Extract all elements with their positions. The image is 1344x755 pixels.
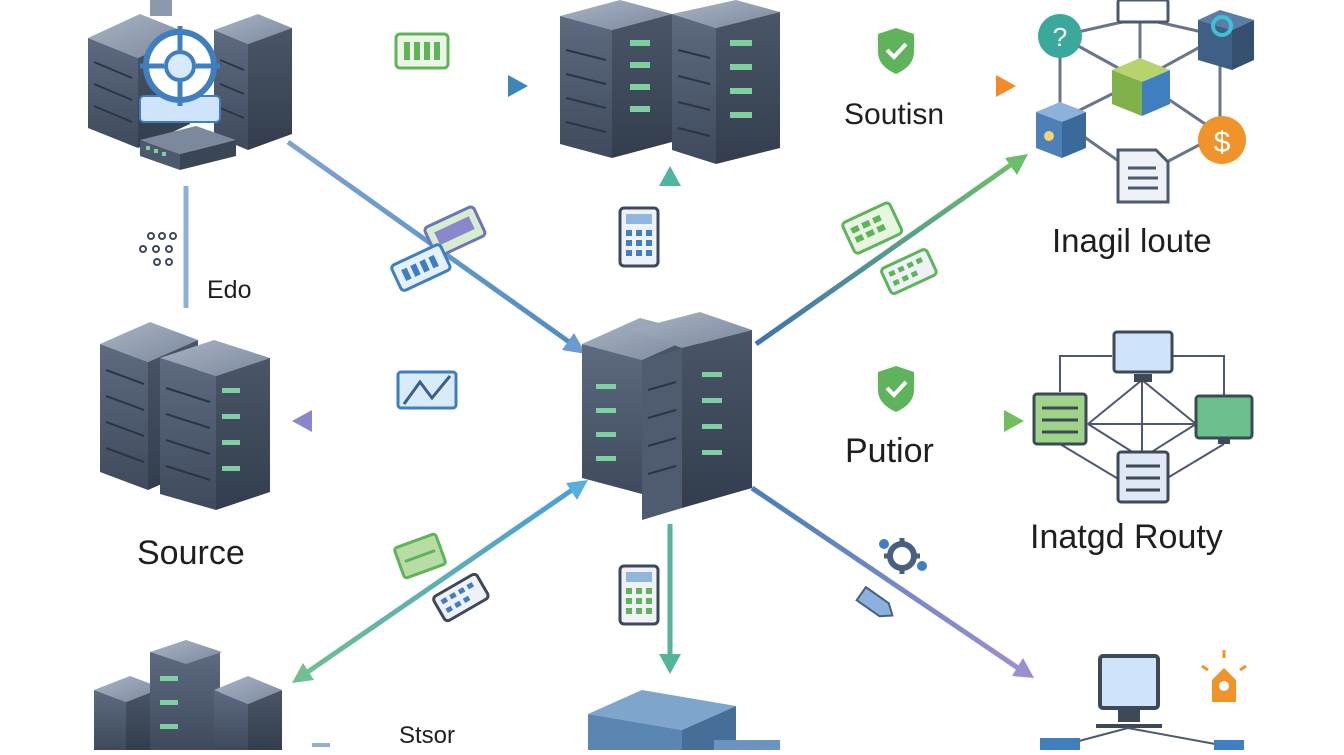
keyboard-icon: [432, 572, 490, 623]
server-rack-bottom-left: [94, 640, 282, 750]
label-soutisn: Soutisn: [844, 98, 945, 131]
server-cluster-top-left: [88, 0, 292, 170]
arrow-center-to-bottom-server: [659, 524, 681, 674]
dollar-glyph: $: [1214, 126, 1231, 159]
keyboard-icon: [841, 201, 904, 255]
question-mark-glyph: ?: [1053, 22, 1067, 52]
arrow-center-to-source: [292, 410, 568, 432]
label-source: Source: [137, 534, 245, 572]
label-putior: Putior: [845, 432, 934, 470]
lightbulb-icon: [1201, 650, 1247, 702]
calculator-icon: [618, 564, 660, 626]
keyboard-icon: [390, 243, 452, 292]
calculator-icon: [618, 206, 660, 268]
card-icon: [393, 532, 447, 580]
server-bottom-center: [588, 690, 780, 750]
arrow-center-to-network: [754, 154, 1028, 347]
network-graph-bottom-right: [1040, 650, 1247, 750]
server-rack-top: [560, 0, 780, 164]
document-icon: [1116, 148, 1170, 204]
dots-icon: [139, 232, 177, 266]
shield-check-icon: [878, 28, 914, 74]
arrow-center-to-routy: [768, 410, 1024, 432]
label-inatgd-routy: Inatgd Routy: [1030, 518, 1223, 556]
label-edo: Edo: [207, 276, 252, 304]
arrow-center-to-top-server: [659, 166, 681, 308]
server-rack-source: [100, 322, 270, 510]
gear-icon: [879, 538, 927, 574]
network-graph-top-right: ? $: [1036, 0, 1254, 204]
arrow-center-to-bottom-right: [750, 485, 1034, 678]
tag-icon: [855, 585, 894, 618]
arrow-top-left-to-top-server: [296, 75, 528, 97]
map-card-icon: [396, 370, 458, 410]
shield-check-icon: [878, 366, 914, 412]
label-inagil-loute: Inagil loute: [1052, 222, 1212, 259]
card-icon: [394, 32, 450, 70]
server-rack-center: [582, 312, 752, 520]
network-graph-middle-right: [1032, 330, 1254, 504]
keyboard-icon: [880, 248, 938, 296]
monitor-icon: [1112, 330, 1174, 382]
arrow-top-server-to-network: [798, 75, 1016, 97]
arrow-bottom-left-to-center: [292, 480, 588, 683]
label-stsor: Stsor: [399, 722, 456, 749]
